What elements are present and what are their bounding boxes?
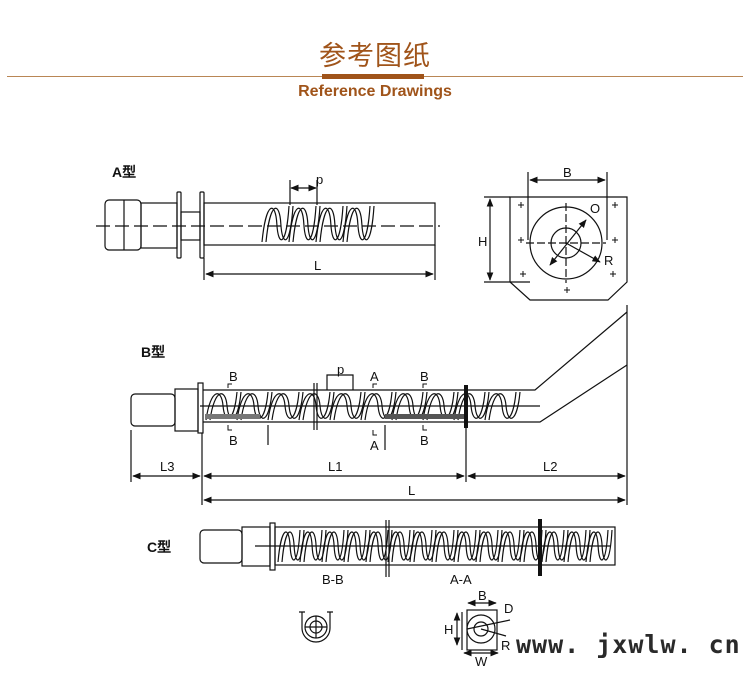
section-dimension-view: B D H R W — [444, 588, 513, 669]
section-b-mark: B — [229, 369, 238, 384]
motor — [104, 199, 142, 251]
screw-flight — [288, 205, 317, 243]
screw-flight — [271, 391, 304, 421]
screw-helix — [277, 529, 613, 563]
screw-flight — [299, 529, 323, 563]
screw-flight — [585, 529, 609, 563]
section-u-view — [299, 611, 333, 643]
screw-flight — [267, 391, 300, 421]
section-diameter-label: D — [504, 601, 513, 616]
screw-flight — [497, 529, 521, 563]
dim-l1-label: L1 — [328, 459, 342, 474]
dim-l3-label: L3 — [160, 459, 174, 474]
screw-flight — [346, 205, 375, 243]
flange — [199, 191, 205, 259]
section-b-mark: B — [420, 433, 429, 448]
screw-flight — [321, 529, 345, 563]
title-accent-bar — [322, 74, 424, 79]
screw-flight — [292, 205, 321, 243]
bolt-marks — [518, 202, 618, 293]
drawing-a: A型 p L — [96, 164, 440, 280]
screw-flight — [261, 205, 290, 243]
end-radius-label: R — [604, 253, 613, 268]
drawing-b-label: B型 — [141, 344, 165, 360]
end-view: B H O R — [478, 165, 628, 301]
screw-flight — [315, 205, 344, 243]
screw-flight — [475, 529, 499, 563]
drawing-c: C型 B-B A-A — [147, 519, 616, 587]
screw-flight — [391, 391, 424, 421]
section-bb-label: B-B — [322, 572, 344, 587]
section-aa-label: A-A — [450, 572, 472, 587]
tube — [203, 202, 436, 246]
screw-flight — [329, 391, 362, 421]
section-b-mark: B — [420, 369, 429, 384]
section-width-label: B — [478, 588, 487, 603]
screw-helix — [261, 205, 375, 243]
length-label: L — [314, 258, 321, 273]
screw-flight — [589, 529, 613, 563]
screw-flight — [364, 391, 397, 421]
screw-flight — [488, 391, 521, 421]
motor — [130, 393, 176, 427]
screw-flight — [426, 391, 459, 421]
screw-flight — [453, 529, 477, 563]
liner — [205, 414, 260, 419]
flange — [197, 382, 204, 434]
screw-flight — [457, 391, 490, 421]
screw-flight — [343, 529, 367, 563]
screw-flight — [209, 391, 242, 421]
liner — [385, 414, 465, 419]
watermark: www. jxwlw. cn — [516, 630, 741, 659]
screw-flight — [431, 529, 455, 563]
section-b-mark: B — [229, 433, 238, 448]
screw-flight — [265, 205, 294, 243]
screw-flight — [422, 391, 455, 421]
drawing-c-label: C型 — [147, 539, 171, 555]
gearbox — [174, 388, 199, 432]
pitch-label: p — [337, 362, 344, 377]
screw-flight — [236, 391, 269, 421]
motor — [199, 529, 243, 564]
end-height-label: H — [478, 234, 487, 249]
screw-flight — [484, 391, 517, 421]
screw-flight — [319, 205, 348, 243]
support-bar — [538, 519, 542, 576]
screw-flight — [342, 205, 371, 243]
screw-flight — [302, 391, 335, 421]
drawing-b: B型 p B B A A B B L3 L1 L2 L — [130, 305, 628, 505]
screw-flight — [277, 529, 301, 563]
pitch-label: p — [316, 172, 323, 187]
screw-flight — [298, 391, 331, 421]
end-width-label: B — [563, 165, 572, 180]
section-a-mark: A — [370, 438, 379, 453]
section-radius-label: R — [501, 638, 510, 653]
screw-flight — [387, 529, 411, 563]
screw-flight — [205, 391, 238, 421]
screw-flight — [395, 391, 428, 421]
screw-flight — [365, 529, 389, 563]
drawing-a-label: A型 — [112, 164, 136, 180]
flange — [176, 191, 182, 259]
page-subtitle: Reference Drawings — [298, 83, 452, 100]
section-bottom-width-label: W — [475, 654, 488, 669]
screw-flight — [360, 391, 393, 421]
dim-l-label: L — [408, 483, 415, 498]
screw-flight — [409, 529, 433, 563]
screw-helix — [205, 391, 521, 421]
support-bar — [464, 385, 468, 428]
screw-flight — [541, 529, 565, 563]
screw-flight — [333, 391, 366, 421]
end-diameter-label: O — [590, 201, 600, 216]
screw-flight — [563, 529, 587, 563]
page-title: 参考图纸 — [319, 41, 431, 72]
dim-l2-label: L2 — [543, 459, 557, 474]
screw-flight — [453, 391, 486, 421]
pitch-mark — [326, 374, 354, 390]
section-a-mark: A — [370, 369, 379, 384]
screw-flight — [240, 391, 273, 421]
section-height-label: H — [444, 622, 453, 637]
